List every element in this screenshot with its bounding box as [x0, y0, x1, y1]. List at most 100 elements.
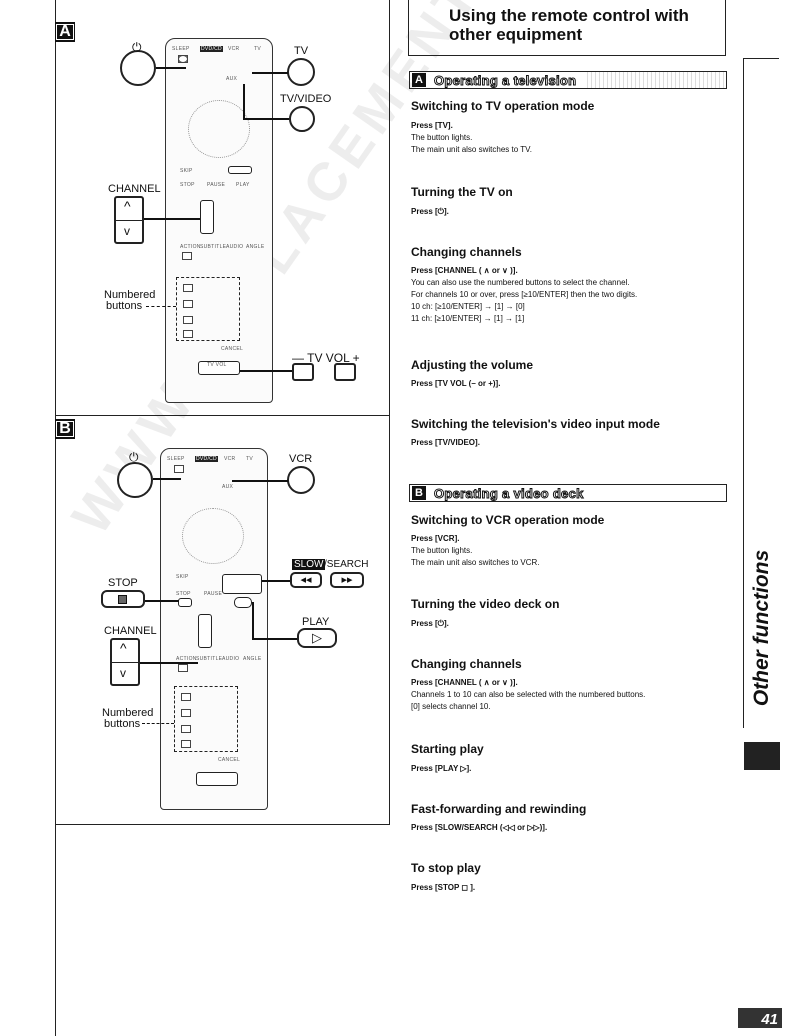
text-line: 11 ch: [≥10/ENTER] → [1] → [1] [411, 314, 525, 323]
remote-a-stop: STOP [180, 182, 195, 188]
text-line: The button lights. [411, 546, 473, 555]
section-a-hatch [584, 72, 726, 88]
channel-label-a: CHANNEL [108, 183, 161, 195]
remote-b-tv-vol-box [196, 772, 238, 786]
callout-line [156, 67, 186, 69]
text-line: 10 ch: [≥10/ENTER] → [1] → [0] [411, 302, 525, 311]
remote-a-tv: TV [254, 46, 261, 52]
remote-a-tvvol: TV VOL [207, 362, 227, 368]
num-key[interactable] [183, 284, 193, 292]
tv-vol-label: — TV VOL + [292, 351, 360, 365]
remote-b-channel-rocker[interactable] [198, 614, 212, 648]
tv-video-label: TV/VIDEO [280, 93, 332, 105]
callout-line [142, 723, 174, 724]
side-tab-line [743, 58, 744, 728]
remote-a-audio: AUDIO [226, 244, 244, 250]
remote-a-angle: ANGLE [246, 244, 265, 250]
numbered-label-a: Numbered [104, 289, 156, 301]
callout-line [262, 580, 290, 582]
num-key[interactable] [181, 709, 191, 717]
num-key[interactable] [183, 316, 193, 324]
instruction: Press [CHANNEL ( ∧ or ∨ )]. [411, 266, 518, 275]
remote-a-key[interactable] [178, 55, 188, 63]
channel-down-icon-b: v [120, 666, 126, 680]
callout-line [146, 306, 176, 307]
instruction: Press [VCR]. [411, 534, 460, 543]
channel-up-icon-b: ^ [120, 640, 127, 656]
heading: Starting play [411, 742, 484, 756]
heading: Adjusting the volume [411, 358, 534, 372]
stop-label: STOP [108, 577, 138, 589]
tv-vol-plus-button[interactable] [334, 363, 356, 381]
remote-b-angle: ANGLE [243, 656, 262, 662]
tv-label: TV [294, 45, 309, 57]
tv-video-button[interactable] [289, 106, 315, 132]
tv-button[interactable] [287, 58, 315, 86]
slow-label: SLOW [292, 559, 326, 570]
instruction: Press [⏻]. [411, 619, 449, 628]
callout-line [140, 662, 198, 664]
heading: Fast-forwarding and rewinding [411, 802, 587, 816]
heading: Turning the video deck on [411, 597, 560, 611]
remote-b-action: ACTION [176, 656, 197, 662]
search-label: /SEARCH [324, 559, 369, 570]
channel-down-icon: v [124, 224, 130, 238]
side-label: Other functions [750, 549, 773, 706]
num-key[interactable] [181, 725, 191, 733]
section-a-title: Operating a television [433, 72, 577, 88]
remote-b-subtitle: SUBTITLE [196, 656, 223, 662]
panel-a-tag: A [55, 22, 75, 42]
callout-line [145, 600, 179, 602]
remote-a-skip: SKIP [180, 168, 193, 174]
vcr-button[interactable] [287, 466, 315, 494]
section-b-title: Operating a video deck [434, 485, 584, 501]
rewind-button[interactable]: ◂◂ [290, 572, 322, 588]
text-line: Channels 1 to 10 can also be selected wi… [411, 690, 646, 699]
callout-line [243, 118, 289, 120]
heading: Turning the TV on [411, 185, 513, 199]
page-title-line1: Using the remote control with [449, 6, 689, 25]
text-line: [0] selects channel 10. [411, 702, 491, 711]
page-title-box: Using the remote control with other equi… [408, 0, 726, 56]
page-number: 41 [738, 1008, 782, 1028]
heading: Switching to TV operation mode [411, 99, 595, 113]
instruction: Press [STOP ◻ ]. [411, 883, 476, 892]
instruction: Press [TV VOL (– or +)]. [411, 379, 501, 388]
remote-b-vcr: VCR [224, 456, 236, 462]
remote-a-channel-rocker[interactable] [200, 200, 214, 234]
callout-line [252, 72, 288, 74]
remote-b-key[interactable] [174, 465, 184, 473]
remote-b-dpad[interactable] [182, 508, 244, 564]
num-key[interactable] [183, 330, 193, 338]
num-key[interactable] [181, 693, 191, 701]
play-button[interactable]: ▷ [297, 628, 337, 648]
callout-line [243, 84, 245, 120]
fast-forward-button[interactable]: ▸▸ [330, 572, 364, 588]
instruction: Press [PLAY ▷]. [411, 764, 472, 773]
num-key[interactable] [181, 740, 191, 748]
callout-line [232, 480, 288, 482]
stop-icon [118, 595, 127, 604]
remote-a-search-key[interactable] [228, 166, 252, 174]
panel-b-tag: B [55, 419, 75, 439]
rocker-divider [112, 662, 138, 663]
remote-a-tv-vol-box [198, 361, 240, 375]
page-title-line2: other equipment [449, 25, 583, 44]
numbered-label-b: Numbered [102, 707, 154, 719]
tv-vol-minus-button[interactable] [292, 363, 314, 381]
heading: Switching to VCR operation mode [411, 513, 605, 527]
remote-b-stop-key[interactable] [178, 598, 192, 607]
num-key[interactable] [183, 300, 193, 308]
power-button-b[interactable] [117, 462, 153, 498]
remote-a-play: PLAY [236, 182, 250, 188]
callout-line [240, 370, 292, 372]
remote-a-cancel: CANCEL [221, 346, 244, 352]
remote-a-dpad[interactable] [188, 100, 250, 158]
text-line: For channels 10 or over, press [≥10/ENTE… [411, 290, 638, 299]
remote-b-tv: TV [246, 456, 253, 462]
power-button[interactable] [120, 50, 156, 86]
remote-b-search-box [222, 574, 262, 594]
remote-b-numpad [174, 686, 238, 752]
remote-a-pause: PAUSE [207, 182, 226, 188]
remote-b-play-key[interactable] [234, 597, 252, 608]
